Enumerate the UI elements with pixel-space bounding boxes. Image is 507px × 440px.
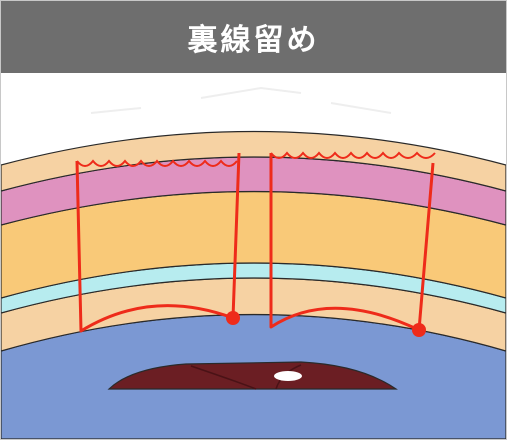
background-sketch [90, 86, 392, 114]
pupil-highlight [274, 371, 302, 381]
eyeball-shape [107, 361, 398, 390]
suture-right-scallops [270, 151, 436, 159]
skin-layer [1, 130, 506, 192]
page-title: 裏線留め [187, 23, 320, 58]
eyelid-suture-diagram [1, 86, 506, 439]
suture-left-knot [226, 311, 240, 325]
suture-right-knot [412, 323, 426, 337]
suture-left-scallops [76, 159, 238, 167]
header-bar: 裏線留め [1, 1, 506, 73]
suture-right-loop [269, 153, 435, 332]
suture-left-loop [75, 152, 241, 333]
